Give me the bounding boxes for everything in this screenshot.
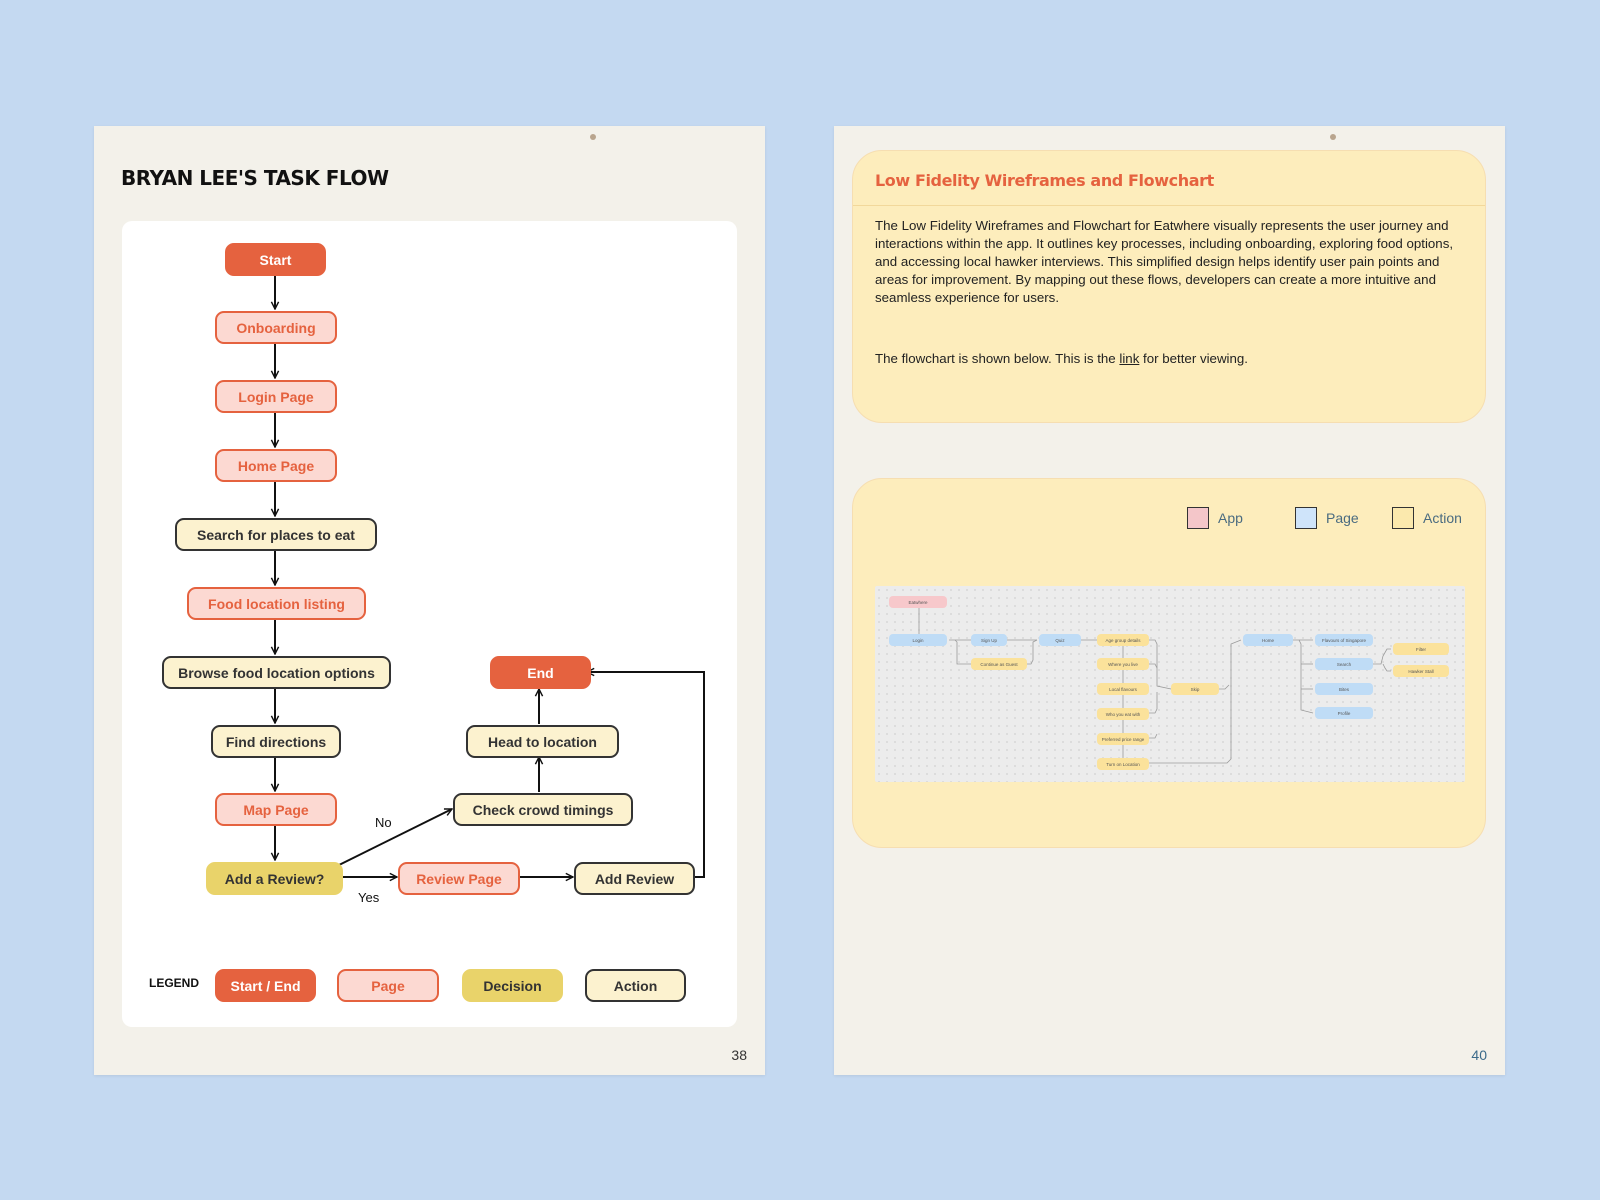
key-app-label: App <box>1218 510 1243 526</box>
mini-node-local-flavours: Local flavours <box>1097 683 1149 695</box>
node-start: Start <box>225 243 326 276</box>
mini-node-profile: Profile <box>1315 707 1373 719</box>
description-paragraph: The Low Fidelity Wireframes and Flowchar… <box>875 218 1454 305</box>
node-map-page: Map Page <box>215 793 337 826</box>
node-search: Search for places to eat <box>175 518 377 551</box>
mini-node-filter: Filter <box>1393 643 1449 655</box>
swatch-app <box>1187 507 1209 529</box>
page-number: 40 <box>1471 1047 1487 1063</box>
mini-node-quiz: Quiz <box>1039 634 1081 646</box>
node-check-crowd: Check crowd timings <box>453 793 633 826</box>
paper-speck <box>590 134 596 140</box>
mini-node-bites: Bites <box>1315 683 1373 695</box>
description-card: Low Fidelity Wireframes and Flowchart Th… <box>852 150 1486 423</box>
arrow-decision-crowd <box>336 808 452 867</box>
arrow-add-end <box>587 672 705 878</box>
page-number: 38 <box>731 1047 747 1063</box>
key-page-label: Page <box>1326 510 1359 526</box>
right-page: Low Fidelity Wireframes and Flowchart Th… <box>834 126 1505 1075</box>
legend-start-end: Start / End <box>215 969 316 1002</box>
page-title: BRYAN LEE'S TASK FLOW <box>121 166 389 190</box>
paper-speck <box>1330 134 1336 140</box>
key-action: Action <box>1392 507 1462 529</box>
label-yes: Yes <box>358 890 380 905</box>
node-head-to-location: Head to location <box>466 725 619 758</box>
card-divider <box>853 205 1485 206</box>
mini-node-continue-guest: Continue as Guest <box>971 658 1027 670</box>
mini-node-skip: Skip <box>1171 683 1219 695</box>
node-browse-options: Browse food location options <box>162 656 391 689</box>
mini-node-price-range: Preferred price range <box>1097 733 1149 745</box>
mini-node-login: Login <box>889 634 947 646</box>
mini-connectors <box>918 608 1391 764</box>
key-page: Page <box>1295 507 1359 529</box>
node-login-page: Login Page <box>215 380 337 413</box>
flowchart-card: App Page Action <box>852 478 1486 848</box>
note-text-after: for better viewing. <box>1139 351 1248 366</box>
swatch-action <box>1392 507 1414 529</box>
mini-node-eatwhere: Eatwhere <box>889 596 947 608</box>
swatch-page <box>1295 507 1317 529</box>
node-home-page: Home Page <box>215 449 337 482</box>
node-onboarding: Onboarding <box>215 311 337 344</box>
mini-node-search: Search <box>1315 658 1373 670</box>
mini-node-where-live: Where you live <box>1097 658 1149 670</box>
label-no: No <box>375 815 392 830</box>
note-text-before: The flowchart is shown below. This is th… <box>875 351 1120 366</box>
flowchart-note: The flowchart is shown below. This is th… <box>875 351 1248 366</box>
legend-page: Page <box>337 969 439 1002</box>
task-flow-diagram: Start Onboarding Login Page Home Page Se… <box>122 221 737 1027</box>
mini-node-sign-up: Sign Up <box>971 634 1007 646</box>
key-app: App <box>1187 507 1243 529</box>
left-page: BRYAN LEE'S TASK FLOW <box>94 126 765 1075</box>
legend-decision: Decision <box>462 969 563 1002</box>
legend-title: LEGEND <box>149 976 200 990</box>
mini-node-home: Home <box>1243 634 1293 646</box>
mini-node-who-eat: Who you eat with <box>1097 708 1149 720</box>
node-review-page: Review Page <box>398 862 520 895</box>
node-add-review-decision: Add a Review? <box>206 862 343 895</box>
mini-node-location: Turn on Location <box>1097 758 1149 770</box>
mini-node-flavours: Flavours of Singapore <box>1315 634 1373 646</box>
flow-connectors <box>122 275 705 1027</box>
node-end: End <box>490 656 591 689</box>
wireframe-flowchart-image[interactable]: Eatwhere Login Sign Up Continue as Guest… <box>875 586 1465 782</box>
mini-node-age-group: Age group details <box>1097 634 1149 646</box>
legend-action: Action <box>585 969 686 1002</box>
node-find-directions: Find directions <box>211 725 341 758</box>
node-add-review: Add Review <box>574 862 695 895</box>
mini-node-hawker-stall: Hawker Stall <box>1393 665 1449 677</box>
flowchart-link[interactable]: link <box>1119 351 1140 366</box>
node-food-listing: Food location listing <box>187 587 366 620</box>
card-title: Low Fidelity Wireframes and Flowchart <box>875 171 1214 190</box>
key-action-label: Action <box>1423 510 1462 526</box>
